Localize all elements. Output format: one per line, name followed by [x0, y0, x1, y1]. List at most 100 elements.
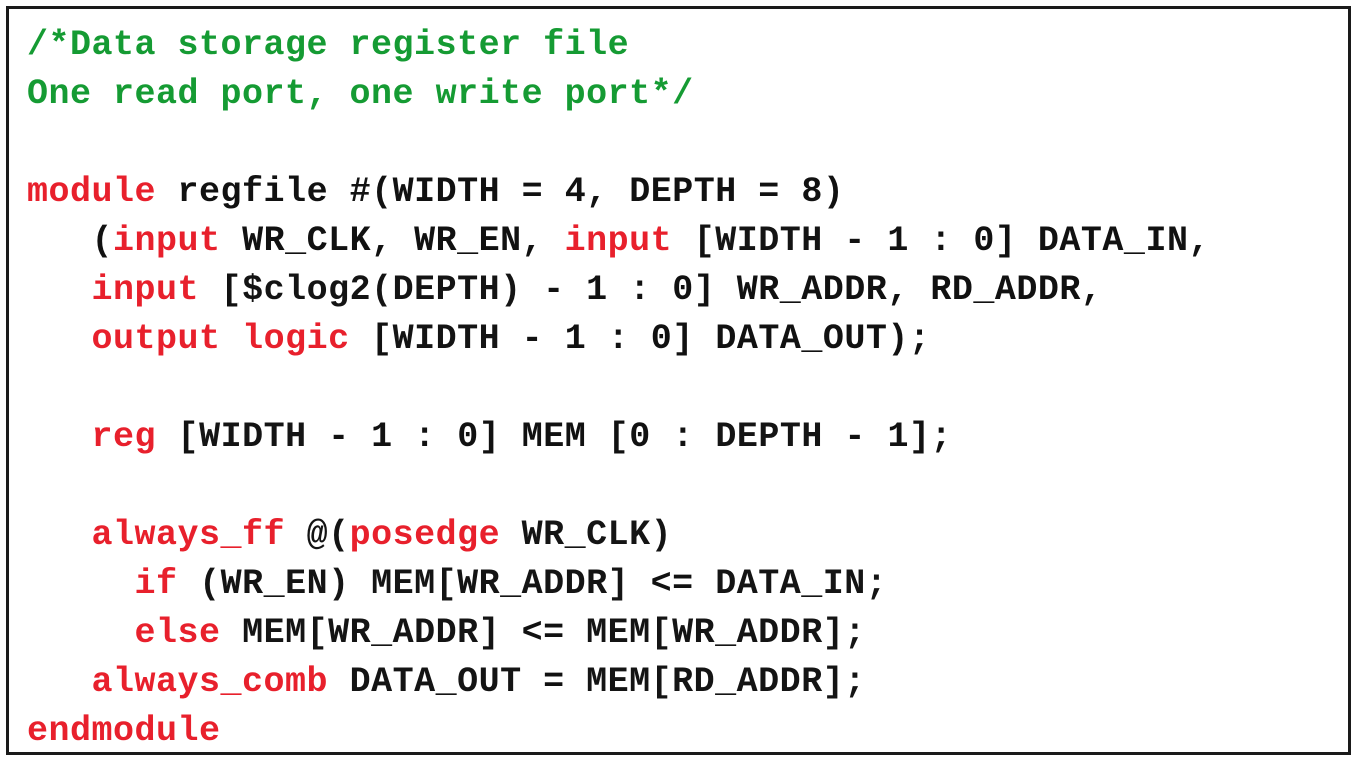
- code-token-plain: [565, 270, 587, 310]
- code-token-identifier: WR_CLK: [242, 221, 372, 261]
- code-line: else MEM[WR_ADDR] <= MEM[WR_ADDR];: [27, 609, 1348, 658]
- code-token-identifier: DATA_IN: [1037, 221, 1189, 261]
- code-token-plain: DATA_OUT: [349, 662, 522, 702]
- code-token-plain: [350, 417, 372, 457]
- code-token-plain: DEPTH: [715, 417, 823, 457]
- code-token-identifier: -: [543, 270, 565, 310]
- code-token-identifier: regfile: [177, 172, 329, 212]
- code-token-plain: MEM[RD_ADDR];: [586, 662, 866, 702]
- code-token-identifier: );: [887, 319, 931, 359]
- code-token-keyword: logic: [242, 319, 350, 359]
- code-token-plain: $clog2(DEPTH): [242, 270, 522, 310]
- code-token-plain: WIDTH: [715, 221, 823, 261]
- code-token-plain: [715, 270, 737, 310]
- code-token-keyword: posedge: [349, 515, 501, 555]
- code-token-plain: [156, 417, 178, 457]
- code-token-plain: [27, 417, 92, 457]
- code-token-plain: [651, 270, 673, 310]
- code-token-plain: DATA_IN;: [715, 564, 888, 604]
- code-token-operator: =: [521, 172, 544, 212]
- code-token-plain: [500, 417, 522, 457]
- code-token-identifier: 1: [371, 417, 393, 457]
- code-token-keyword: module: [27, 172, 157, 212]
- code-token-comment: One read port, one write port*/: [27, 74, 694, 114]
- code-token-plain: (WR_EN) MEM[WR_ADDR]: [199, 564, 630, 604]
- code-token-identifier: ,: [1188, 221, 1210, 261]
- code-line: if (WR_EN) MEM[WR_ADDR] <= DATA_IN;: [27, 560, 1348, 609]
- code-token-operator: ]: [693, 270, 716, 310]
- code-token-operator: [: [220, 270, 243, 310]
- code-token-identifier: 1: [586, 270, 608, 310]
- code-token-operator: ]: [672, 319, 694, 359]
- code-token-plain: MEM[WR_ADDR]: [242, 613, 501, 653]
- code-token-plain: [221, 613, 243, 653]
- code-line: endmodule: [27, 707, 1348, 752]
- code-line: /*Data storage register file: [27, 21, 1348, 70]
- code-line: output logic [WIDTH - 1 : 0] DATA_OUT);: [27, 315, 1348, 364]
- code-token-plain: [952, 221, 974, 261]
- code-token-identifier: 1: [887, 221, 909, 261]
- code-token-identifier: -: [844, 221, 866, 261]
- code-token-keyword: if: [134, 564, 178, 604]
- code-token-operator: [: [371, 319, 393, 359]
- code-line: [27, 119, 1348, 168]
- code-token-operator: [: [693, 221, 716, 261]
- code-token-identifier: ,: [887, 270, 931, 310]
- code-token-plain: [608, 270, 630, 310]
- code-token-operator: :: [930, 221, 952, 261]
- code-token-operator: :: [629, 270, 651, 310]
- code-token-plain: [694, 564, 716, 604]
- code-token-keyword: endmodule: [27, 711, 221, 751]
- code-token-operator: :: [414, 417, 436, 457]
- code-token-plain: [866, 221, 888, 261]
- code-token-identifier: 0: [973, 221, 995, 261]
- code-token-plain: [221, 319, 243, 359]
- code-token-plain: [565, 613, 587, 653]
- code-token-identifier: -: [521, 319, 544, 359]
- code-token-plain: [522, 270, 544, 310]
- code-line: (input WR_CLK, WR_EN, input [WIDTH - 1 :…: [27, 217, 1348, 266]
- code-token-keyword: always_ff: [91, 515, 286, 555]
- code-token-identifier: DATA_OUT: [715, 319, 888, 359]
- code-token-plain: [909, 221, 931, 261]
- code-token-plain: [737, 172, 759, 212]
- code-token-identifier: 0: [650, 319, 673, 359]
- code-token-plain: [543, 319, 565, 359]
- code-token-operator: <=: [650, 564, 694, 604]
- code-token-operator: =: [543, 662, 565, 702]
- code-token-identifier: WR_EN: [414, 221, 522, 261]
- code-token-plain: [27, 270, 92, 310]
- code-line: input [$clog2(DEPTH) - 1 : 0] WR_ADDR, R…: [27, 266, 1348, 315]
- code-token-identifier: ,: [1080, 270, 1103, 310]
- code-token-plain: [393, 417, 415, 457]
- code-token-plain: [866, 417, 888, 457]
- code-token-operator: [: [607, 417, 630, 457]
- code-token-keyword: input: [91, 270, 200, 310]
- code-token-plain: [307, 417, 329, 457]
- code-token-identifier: 1: [564, 319, 587, 359]
- code-token-plain: [672, 221, 694, 261]
- code-token-plain: [328, 172, 350, 212]
- code-token-identifier: 8): [801, 172, 845, 212]
- code-line: always_ff @(posedge WR_CLK): [27, 511, 1348, 560]
- code-token-plain: [694, 319, 716, 359]
- code-token-identifier: ,: [371, 221, 415, 261]
- code-token-plain: @(: [306, 515, 350, 555]
- code-token-plain: [27, 319, 92, 359]
- code-token-identifier: ,: [586, 172, 630, 212]
- code-token-plain: [586, 319, 608, 359]
- code-token-operator: (: [91, 221, 114, 261]
- code-token-operator: <=: [521, 613, 565, 653]
- code-token-plain: [629, 564, 651, 604]
- code-token-plain: [27, 564, 135, 604]
- code-token-plain: [823, 417, 845, 457]
- code-token-plain: [1016, 221, 1038, 261]
- code-token-keyword: reg: [91, 417, 157, 457]
- code-line: [27, 364, 1348, 413]
- code-token-plain: [27, 515, 92, 555]
- code-token-identifier: RD_ADDR: [930, 270, 1081, 310]
- code-token-plain: [199, 270, 221, 310]
- code-token-identifier: DEPTH: [629, 172, 737, 212]
